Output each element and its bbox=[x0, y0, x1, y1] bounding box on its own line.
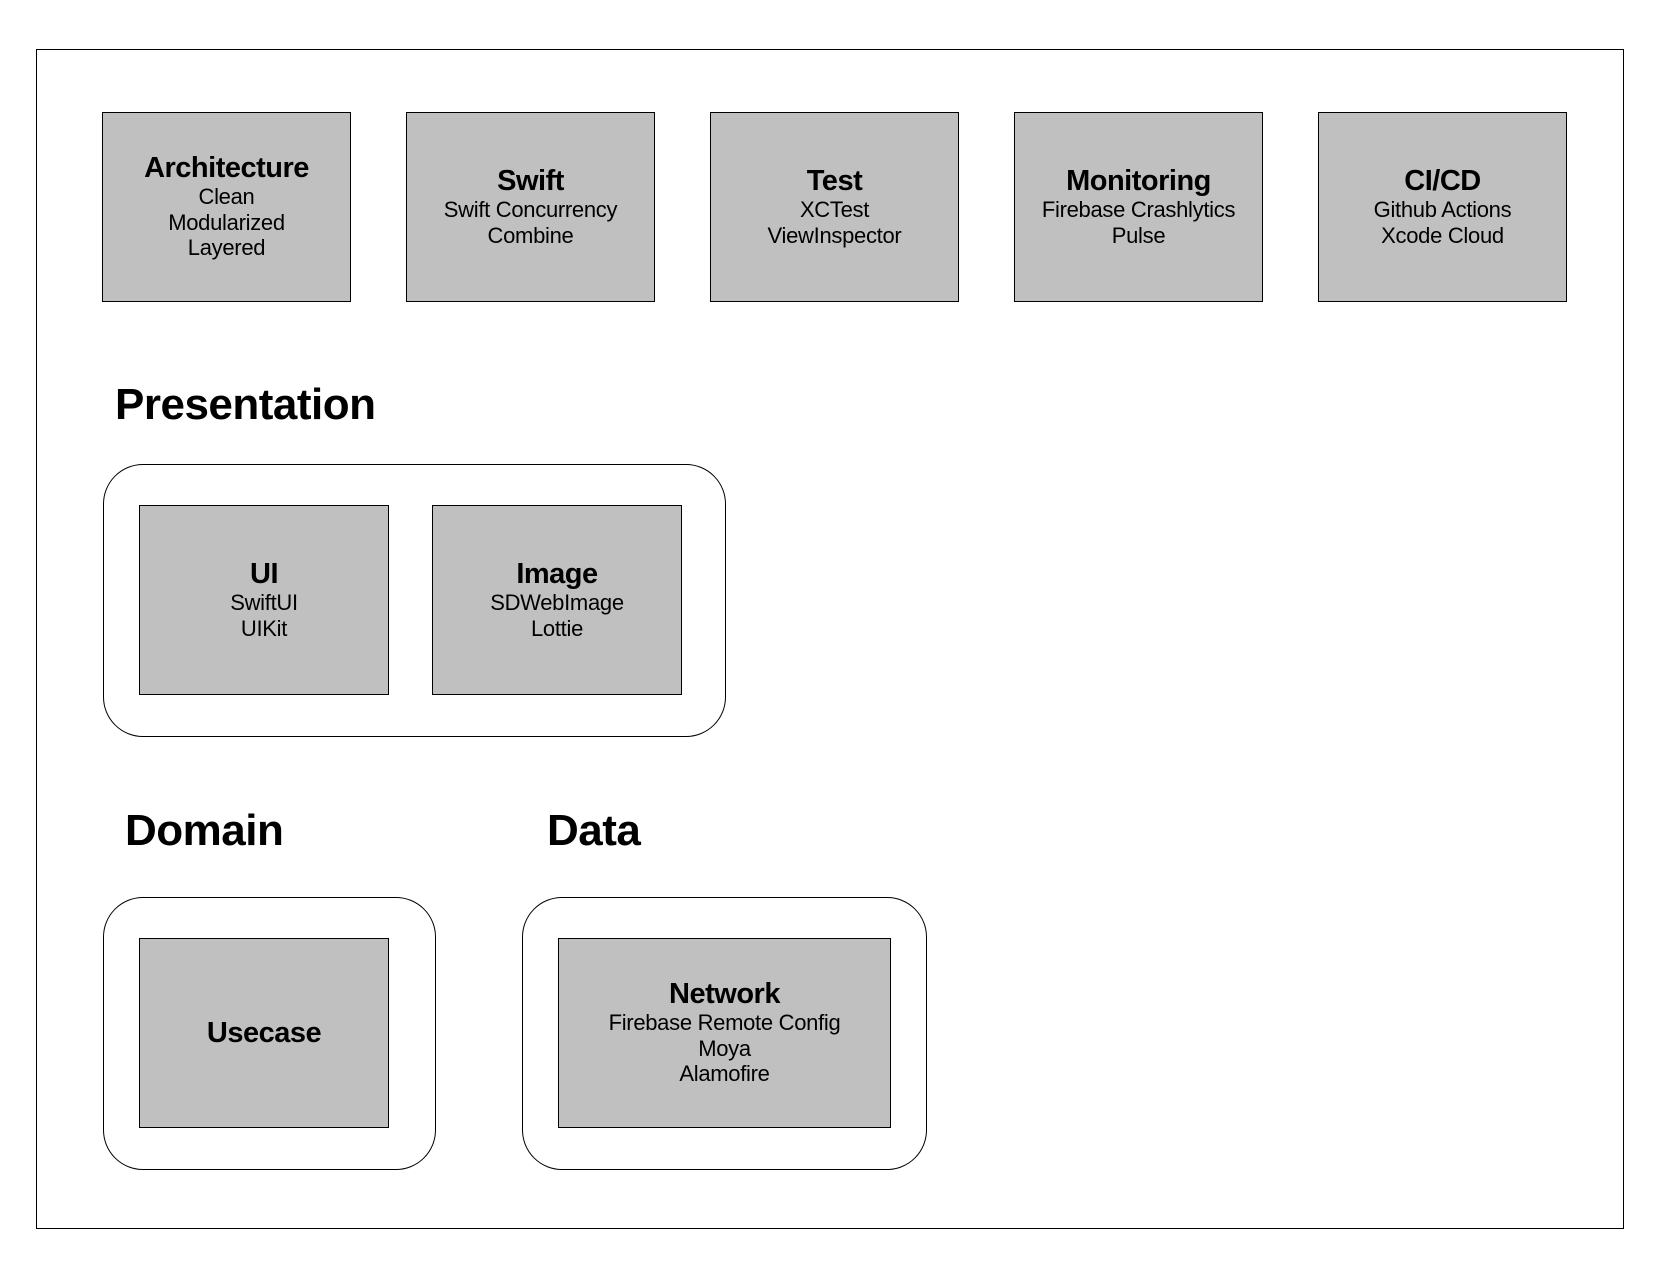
architecture-box: Architecture Clean Modularized Layered bbox=[102, 112, 351, 302]
box-line: Moya bbox=[698, 1035, 751, 1061]
box-title: Monitoring bbox=[1066, 165, 1211, 197]
data-heading: Data bbox=[547, 806, 641, 855]
box-line: Alamofire bbox=[679, 1061, 770, 1087]
box-line: Layered bbox=[187, 235, 266, 261]
test-box: Test XCTest ViewInspector bbox=[710, 112, 959, 302]
box-line: SDWebImage bbox=[490, 590, 624, 615]
image-box: Image SDWebImage Lottie bbox=[432, 505, 682, 695]
usecase-box: Usecase bbox=[139, 938, 389, 1128]
box-line: UIKit bbox=[240, 615, 288, 641]
box-line: Combine bbox=[487, 222, 574, 248]
ci-cd-box: CI/CD Github Actions Xcode Cloud bbox=[1318, 112, 1567, 302]
box-line: ViewInspector bbox=[767, 222, 902, 248]
box-title: Test bbox=[806, 165, 863, 197]
box-line: Clean bbox=[198, 184, 255, 210]
domain-heading: Domain bbox=[125, 806, 284, 855]
box-title: UI bbox=[250, 558, 279, 590]
box-line: Pulse bbox=[1111, 222, 1166, 248]
box-title: Usecase bbox=[206, 1016, 322, 1049]
ui-box: UI SwiftUI UIKit bbox=[139, 505, 389, 695]
box-line: Lottie bbox=[530, 615, 584, 641]
box-line: Xcode Cloud bbox=[1381, 222, 1504, 248]
box-line: XCTest bbox=[799, 197, 870, 222]
box-title: Network bbox=[669, 978, 780, 1011]
box-title: CI/CD bbox=[1404, 165, 1481, 197]
box-line: SwiftUI bbox=[230, 590, 298, 615]
box-line: Github Actions bbox=[1373, 197, 1512, 222]
monitoring-box: Monitoring Firebase Crashlytics Pulse bbox=[1014, 112, 1263, 302]
network-box: Network Firebase Remote Config Moya Alam… bbox=[558, 938, 891, 1128]
box-title: Swift bbox=[497, 165, 564, 197]
box-line: Firebase Crashlytics bbox=[1041, 197, 1236, 222]
box-line: Firebase Remote Config bbox=[608, 1010, 841, 1036]
box-title: Image bbox=[516, 558, 598, 590]
box-title: Architecture bbox=[144, 152, 309, 185]
swift-box: Swift Swift Concurrency Combine bbox=[406, 112, 655, 302]
box-line: Modularized bbox=[168, 209, 285, 235]
presentation-heading: Presentation bbox=[115, 380, 376, 429]
box-line: Swift Concurrency bbox=[443, 197, 618, 222]
